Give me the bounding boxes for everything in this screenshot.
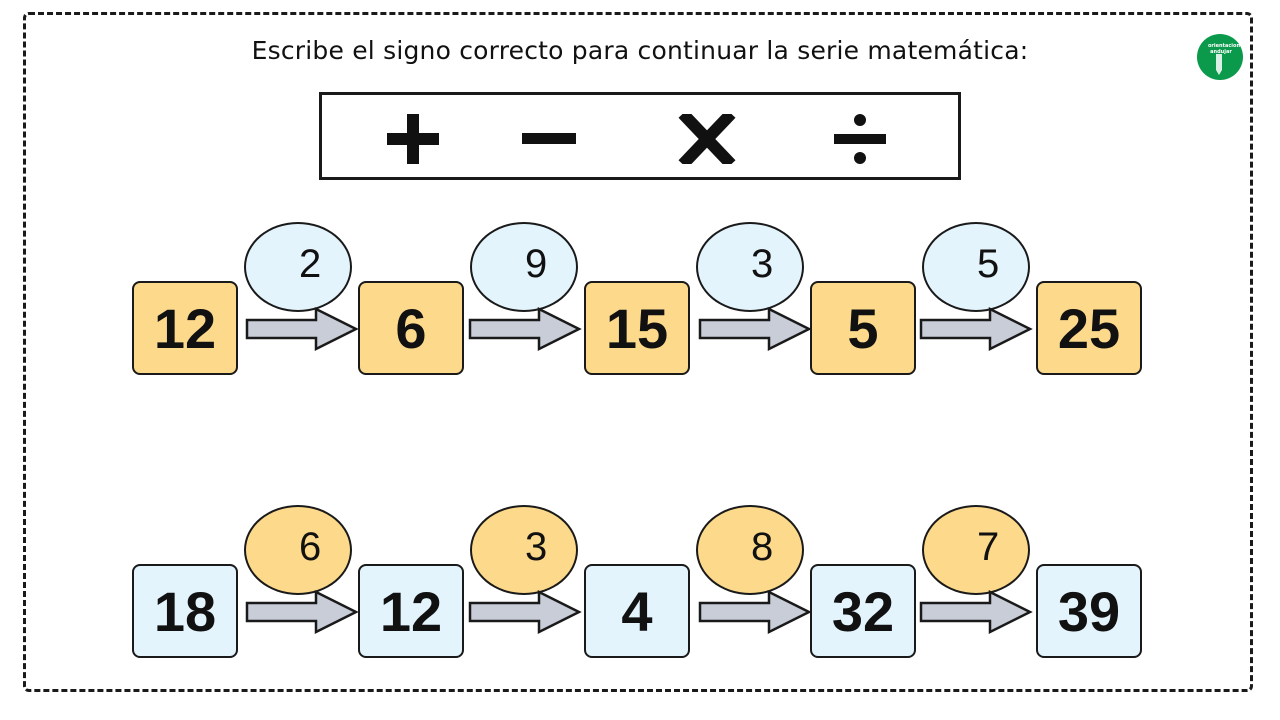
operator-panel bbox=[319, 92, 961, 180]
sequence-number-box: 5 bbox=[810, 281, 916, 375]
plus-sign-icon bbox=[387, 114, 439, 164]
operand-bubble[interactable]: 5 bbox=[922, 222, 1030, 312]
operand-bubble[interactable]: 7 bbox=[922, 505, 1030, 595]
operand-bubble[interactable]: 3 bbox=[470, 505, 578, 595]
right-arrow-icon bbox=[468, 306, 582, 352]
right-arrow-icon bbox=[468, 589, 582, 635]
sequence-number-box: 32 bbox=[810, 564, 916, 658]
dashed-frame bbox=[23, 12, 1253, 692]
sequence-number-box: 4 bbox=[584, 564, 690, 658]
pencil-icon bbox=[1216, 54, 1222, 75]
right-arrow-icon bbox=[919, 589, 1033, 635]
multiplication-sign-icon bbox=[678, 114, 736, 164]
operand-bubble[interactable]: 9 bbox=[470, 222, 578, 312]
sequence-number-box: 15 bbox=[584, 281, 690, 375]
operand-bubble[interactable]: 6 bbox=[244, 505, 352, 595]
instruction-text: Escribe el signo correcto para continuar… bbox=[251, 36, 1029, 65]
logo: orientacion andujar bbox=[1197, 34, 1243, 80]
division-sign-icon bbox=[834, 114, 886, 164]
sequence-number-box: 39 bbox=[1036, 564, 1142, 658]
operand-bubble[interactable]: 3 bbox=[696, 222, 804, 312]
right-arrow-icon bbox=[698, 306, 812, 352]
right-arrow-icon bbox=[698, 589, 812, 635]
operand-bubble[interactable]: 2 bbox=[244, 222, 352, 312]
right-arrow-icon bbox=[245, 589, 359, 635]
sequence-number-box: 12 bbox=[358, 564, 464, 658]
sequence-number-box: 25 bbox=[1036, 281, 1142, 375]
right-arrow-icon bbox=[245, 306, 359, 352]
operand-bubble[interactable]: 8 bbox=[696, 505, 804, 595]
sequence-number-box: 18 bbox=[132, 564, 238, 658]
minus-sign-icon bbox=[522, 133, 576, 144]
sequence-number-box: 6 bbox=[358, 281, 464, 375]
sequence-number-box: 12 bbox=[132, 281, 238, 375]
right-arrow-icon bbox=[919, 306, 1033, 352]
logo-text: orientacion andujar bbox=[1208, 43, 1241, 55]
